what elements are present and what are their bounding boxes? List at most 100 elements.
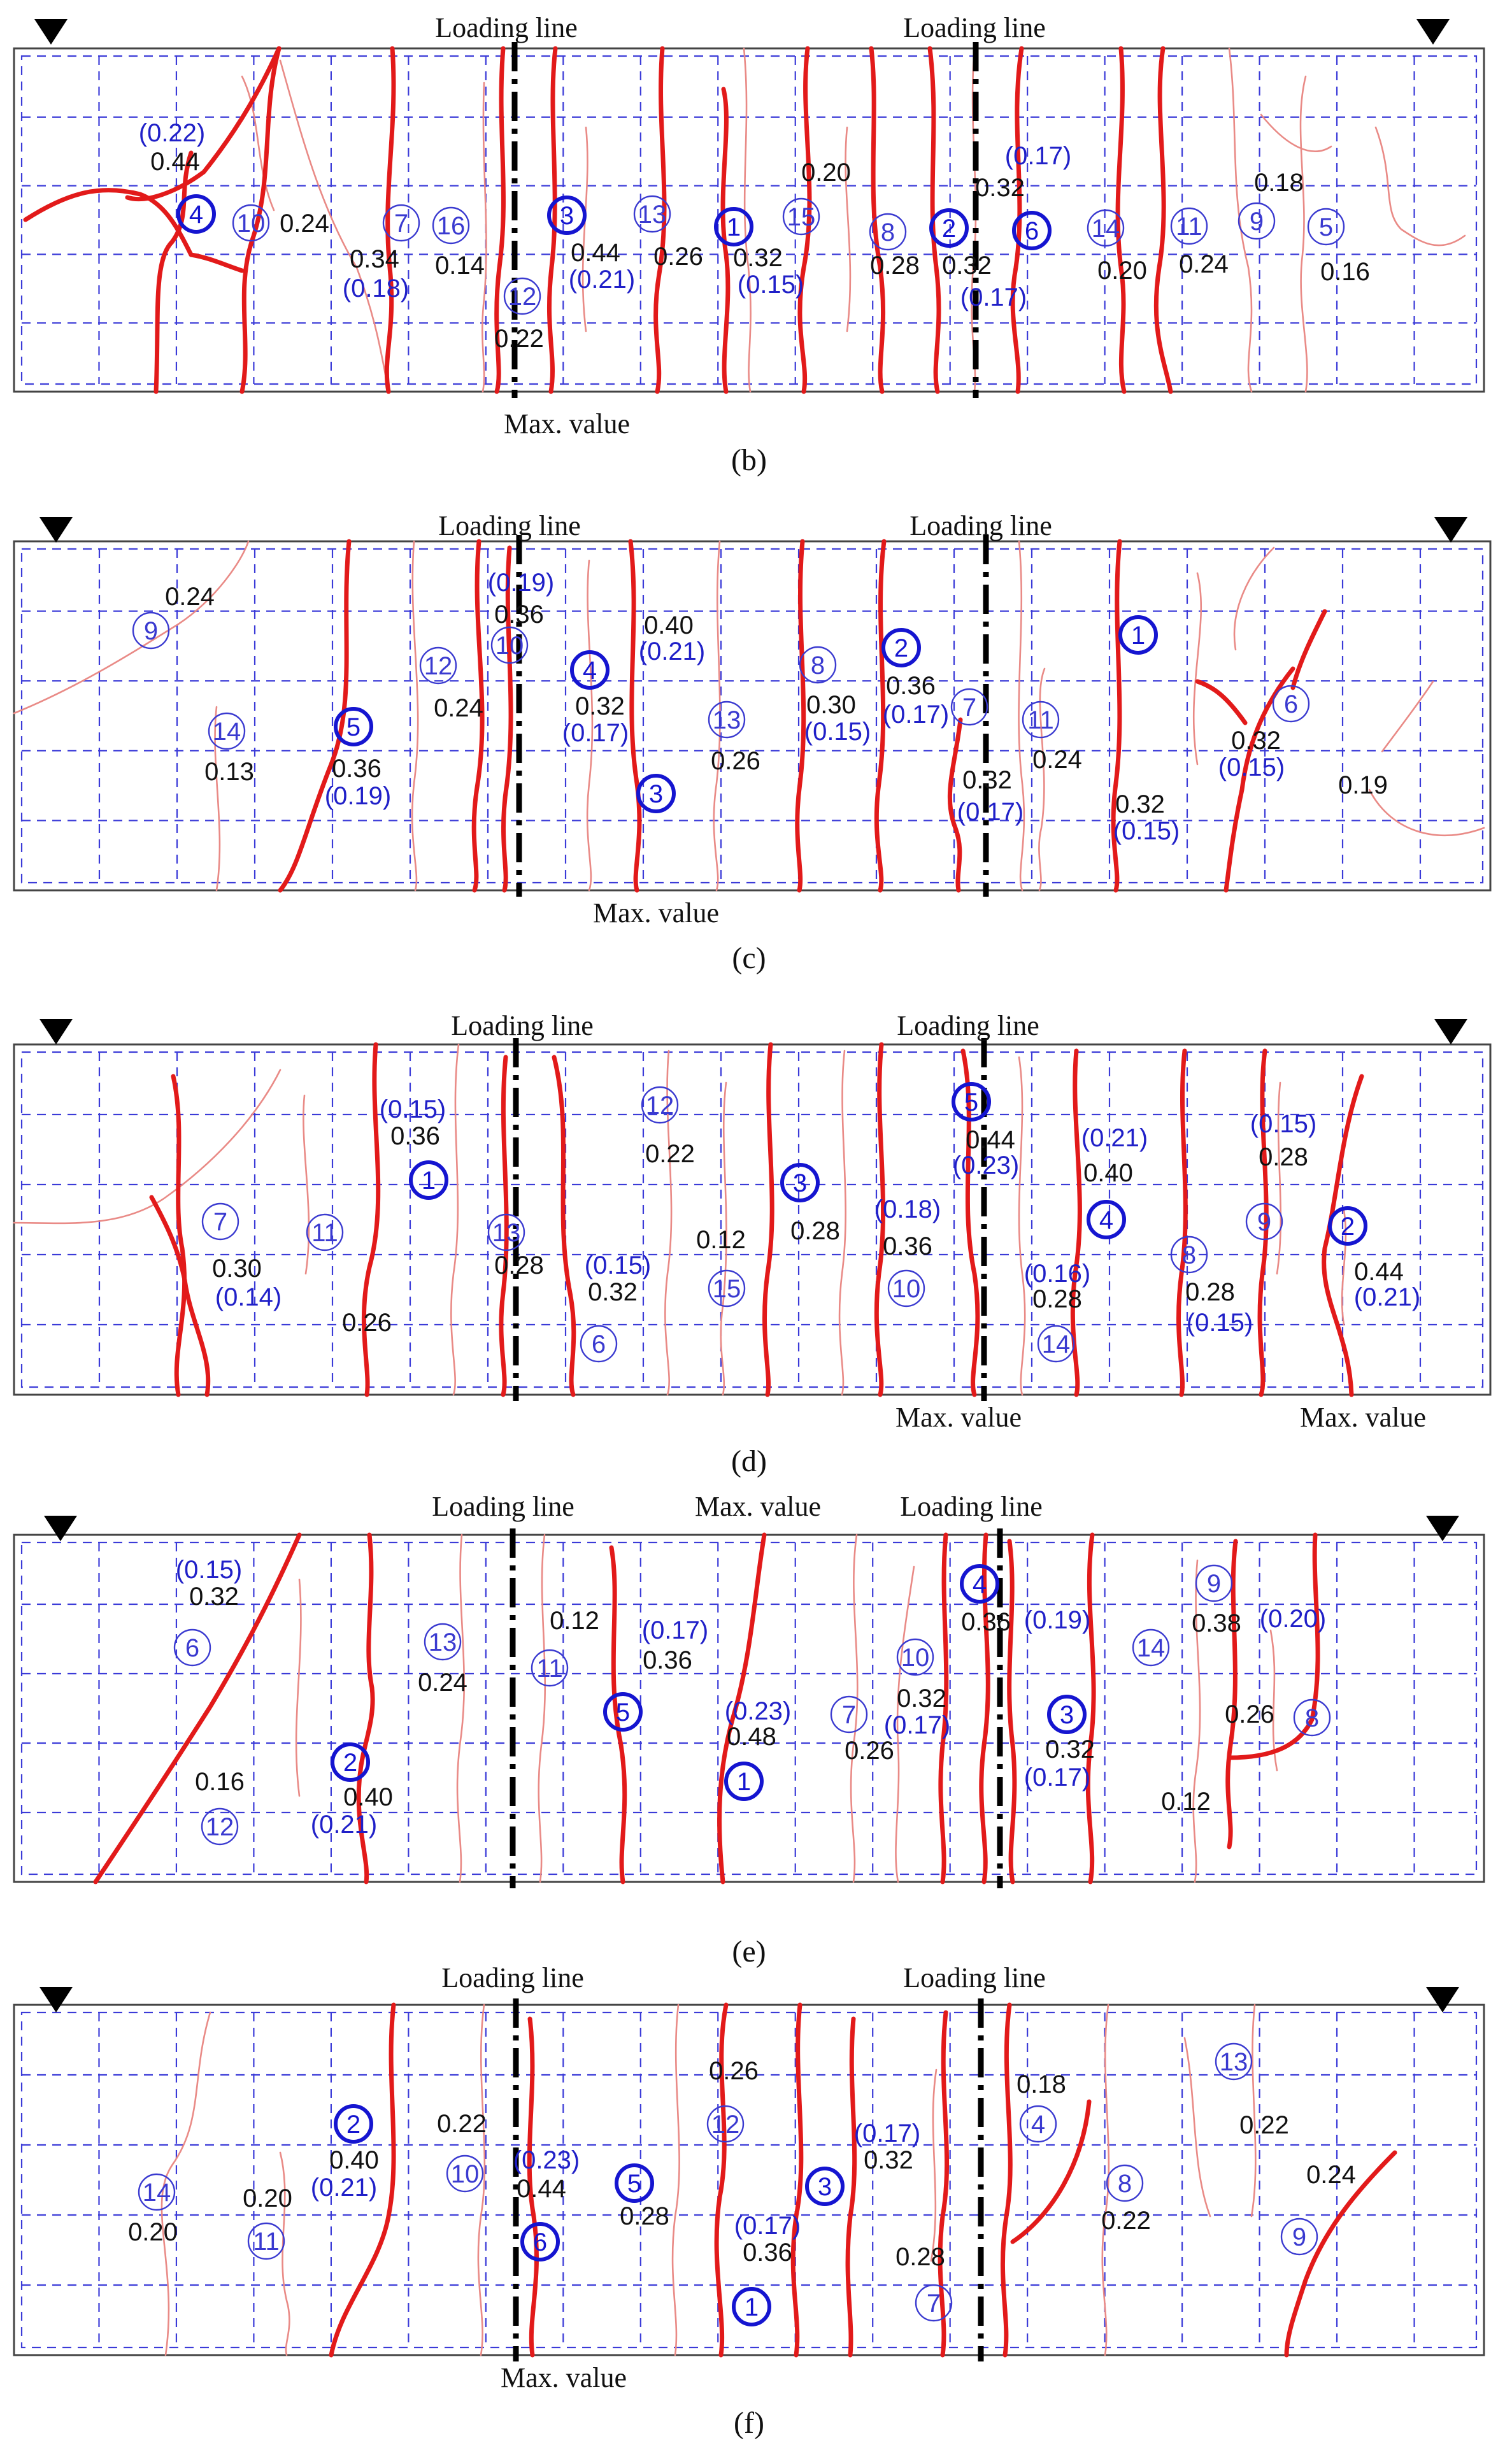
crack-number-circle [1245,1202,1283,1241]
crack-number: 12 [646,1092,674,1120]
crack-label-10: 100.36(0.18) [874,1195,941,1307]
crack-number-circle [603,1692,643,1732]
crack-width-value: 0.32 [1115,790,1165,818]
major-crack [125,46,282,202]
crack-width-value: 0.28 [620,2202,669,2230]
crack-width-secondary: (0.23) [513,2146,580,2174]
crack-number-circle [580,1325,618,1363]
crack-number: 1 [737,1768,751,1796]
crack-width-value: 0.32 [575,692,625,720]
crack-width-value: 0.18 [1016,2070,1066,2098]
crack-number: 2 [942,215,956,243]
crack-number: 14 [143,2179,171,2207]
crack-width-value: 0.44 [571,239,620,267]
major-crack [979,1532,990,1884]
support-triangle-icon [39,1019,73,1044]
crack-label-6: 60.32(0.15) [580,1251,651,1363]
crack-width-value: 0.24 [418,1669,467,1697]
major-crack [609,1545,627,1884]
crack-label-1: 10.32(0.15) [1113,615,1180,845]
crack-width-value: 0.22 [437,2110,487,2138]
crack-width-value: 0.22 [1239,2111,1289,2139]
crack-number-circle [424,1623,462,1661]
panel-caption-e: (e) [732,1935,766,1969]
crack-width-value: (0.21) [639,637,706,666]
crack-number-circle [708,701,746,739]
crack-number: 8 [1118,2170,1132,2198]
crack-width-value: 0.32 [189,1583,239,1611]
crack-number: 11 [253,2228,280,2256]
crack-width-value: 0.36 [494,601,544,629]
crack-number-circle [782,197,820,236]
major-crack [1115,46,1127,394]
panel-caption-c: (c) [732,941,766,975]
crack-number-circle [232,204,270,242]
crack-number: 1 [727,213,741,241]
crack-label-14: 140.12 [1132,1628,1211,1816]
max-value-label: Max. value [501,2362,627,2393]
grid-border [20,2011,1478,2349]
crack-number-circle [1170,1236,1208,1274]
loading-line-label: Loading line [909,510,1052,541]
crack-number: 6 [592,1330,606,1358]
crack-number: 7 [213,1208,227,1236]
crack-number: 13 [638,201,667,229]
crack-label-10: 100.36(0.19) [488,569,554,664]
major-crack [1290,609,1327,690]
crack-label-4: 40.32(0.17) [562,650,629,747]
crack-label-4: 40.36(0.19) [960,1564,1090,1636]
crack-width-secondary: (0.19) [325,782,392,810]
major-crack [947,717,963,893]
crack-width-value: 0.32 [897,1684,946,1713]
crack-number: 10 [237,210,266,238]
minor-crack [581,126,588,332]
major-crack [938,1532,949,1884]
support-triangle-icon [1426,1516,1459,1541]
crack-label-9: 90.18 [1238,169,1304,240]
crack-number: 12 [424,652,453,680]
crack-width-value: 0.16 [1320,258,1370,286]
crack-number: 3 [560,202,574,230]
crack-width-value: 0.26 [845,1737,894,1765]
crack-number: 14 [1137,1634,1166,1662]
crack-number: 1 [745,2293,759,2321]
major-crack [471,539,485,893]
support-triangle-icon [1434,1019,1467,1044]
crack-number: 6 [1284,690,1298,718]
crack-width-value: 0.40 [329,2146,379,2174]
crack-number: 12 [508,283,537,311]
panel-caption-d: (d) [731,1444,767,1478]
crack-number-circle [1118,615,1158,655]
major-crack [494,46,506,394]
crack-number-circle [201,1202,239,1241]
crack-width-secondary: (0.20) [1260,1605,1327,1633]
minor-crack [845,126,852,332]
crack-number-circle [382,204,420,242]
panel-caption-b: (b) [731,443,767,477]
crack-width-secondary: (0.17) [960,283,1027,311]
crack-label-6: 60.32(0.15) [1218,685,1310,781]
crack-number-circle [1215,2042,1253,2081]
loading-line-label: Loading line [438,510,581,541]
crack-label-11: 110.24 [1022,701,1082,774]
crack-label-13: 130.28 [487,1213,544,1279]
crack-label-3: 30.28 [780,1163,840,1245]
crack-number-circle [531,1649,569,1687]
crack-label-3: 3 [636,774,676,813]
crack-label-14: 140.13 [204,712,254,786]
crack-number: 5 [1319,213,1333,241]
support-triangle-icon [44,1516,77,1541]
crack-number-circle [1022,701,1060,739]
major-crack [1176,1048,1188,1397]
loading-line-label: Loading line [903,1962,1046,1993]
crack-width-value: 0.44 [150,148,200,176]
crack-number-circle [173,1628,211,1667]
major-crack [1227,1532,1320,1760]
crack-width-secondary: (0.15) [176,1556,243,1584]
crack-label-11: 110.12 [531,1607,599,1687]
crack-number: 14 [1092,215,1120,243]
crack-number-circle [887,1269,925,1307]
